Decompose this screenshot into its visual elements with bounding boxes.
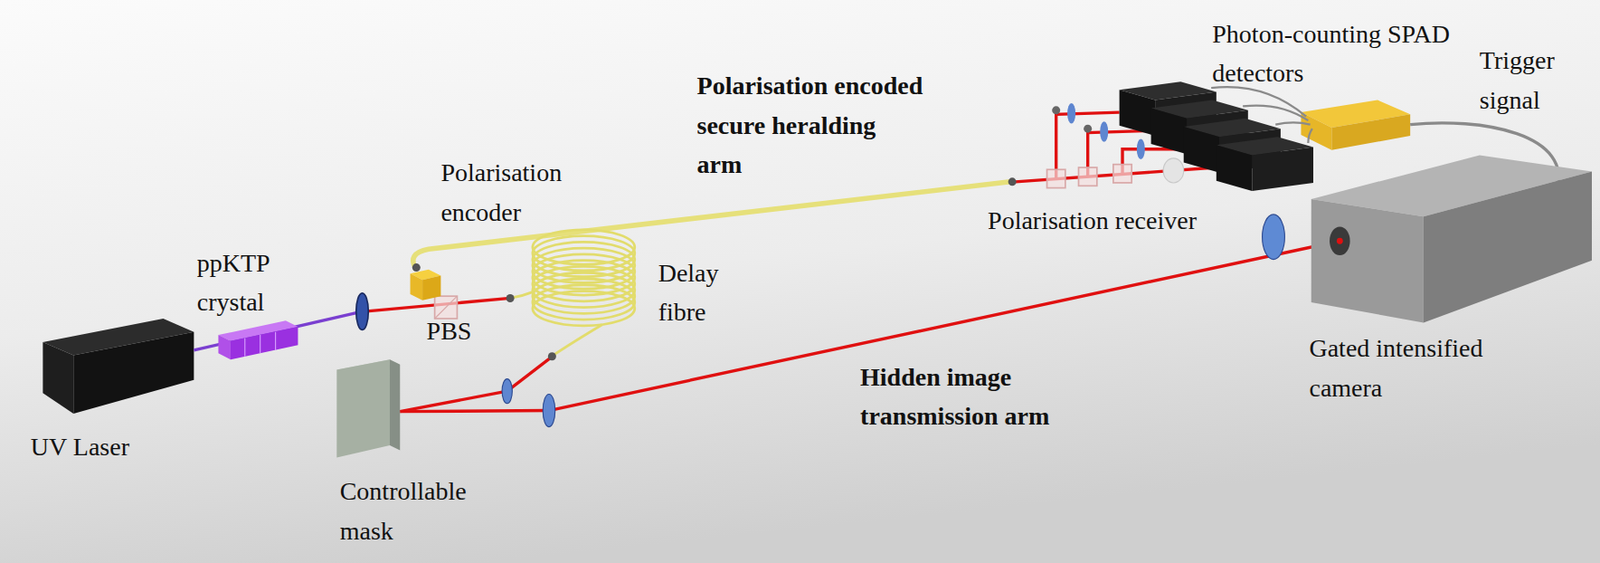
part-label: ppKTP crystal [197,243,306,322]
trigger-box [1300,100,1411,151]
gated-intensified-camera [1311,154,1592,322]
arm-label: Polarisation encoded secure heralding ar… [697,66,924,184]
controllable-mask [336,359,400,457]
fibre-coupler [1008,177,1017,186]
fibre-coupler [412,263,421,272]
part-label: Controllable mask [340,471,503,550]
part-label: Delay fibre [658,253,749,332]
part-label: Gated intensified camera [1308,328,1544,408]
lens [542,393,556,427]
polarisation-encoder [410,269,442,301]
fibre-coupler [548,351,557,360]
polarisation-receiver-optics [1047,103,1184,189]
spad-detectors [1119,81,1314,191]
part-label: UV Laser [30,426,130,466]
part-label: Polarisation receiver [987,200,1197,240]
uv-laser [42,318,194,414]
signal-label: Trigger signal [1479,40,1589,120]
fibre-coupler [506,293,515,303]
lens [501,378,512,404]
arm-label: Hidden image transmission arm [860,357,1096,436]
pbs-cube [435,295,458,319]
mirror [356,293,370,331]
delay-fibre-coil [510,229,635,356]
part-label: PBS [426,311,473,351]
camera-lens [1262,214,1286,260]
red-beams [364,112,1341,412]
ppktp-crystal [217,320,298,360]
detector-label: Photon-counting SPAD detectors [1211,14,1466,94]
part-label: Polarisation encoder [440,152,622,232]
